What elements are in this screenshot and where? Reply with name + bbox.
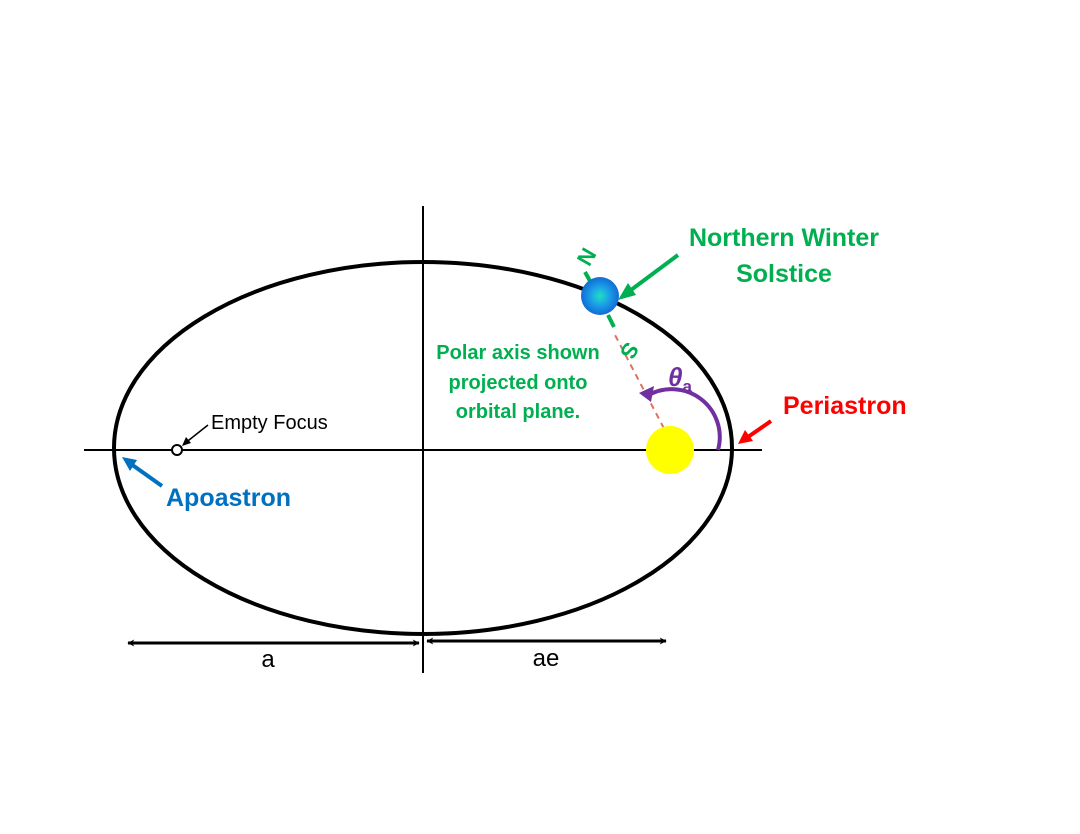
apoastron-label: Apoastron [166, 484, 291, 512]
solstice-arrow [625, 253, 680, 295]
apoastron-arrow [129, 462, 164, 488]
angle-arc [645, 387, 722, 451]
pole-north-label: N [572, 244, 602, 270]
star-icon [646, 426, 694, 474]
angle-arrowhead [639, 386, 654, 402]
solstice-label-line2: Solstice [736, 260, 832, 288]
polar-axis-projection [614, 334, 670, 439]
angle-subscript: a [683, 377, 693, 396]
focal-distance-label: ae [533, 645, 560, 672]
solstice-label-line1: Northern Winter [689, 224, 879, 252]
orbit-ellipse [112, 260, 734, 636]
solstice-arrowhead [618, 283, 636, 300]
planet-icon [581, 277, 619, 315]
empty-focus-icon [171, 444, 183, 456]
polar-axis-north-segment [583, 271, 592, 282]
semi-major-axis-label: a [261, 646, 275, 673]
periastron-label: Periastron [783, 392, 907, 420]
angle-symbol: θ [668, 362, 683, 392]
polar-note-line3: orbital plane. [456, 401, 580, 423]
polar-axis-south-segment [606, 314, 616, 328]
periastron-arrowhead [738, 430, 753, 444]
angle-label: θa [668, 362, 693, 396]
polar-note-line1: Polar axis shown [436, 342, 599, 364]
periastron-arrow [746, 419, 773, 439]
polar-note-line2: projected onto [449, 372, 588, 394]
pole-south-label: S [615, 338, 644, 363]
apoastron-arrowhead [122, 457, 137, 471]
empty-focus-pointer-head [182, 437, 191, 446]
empty-focus-label: Empty Focus [211, 412, 328, 434]
